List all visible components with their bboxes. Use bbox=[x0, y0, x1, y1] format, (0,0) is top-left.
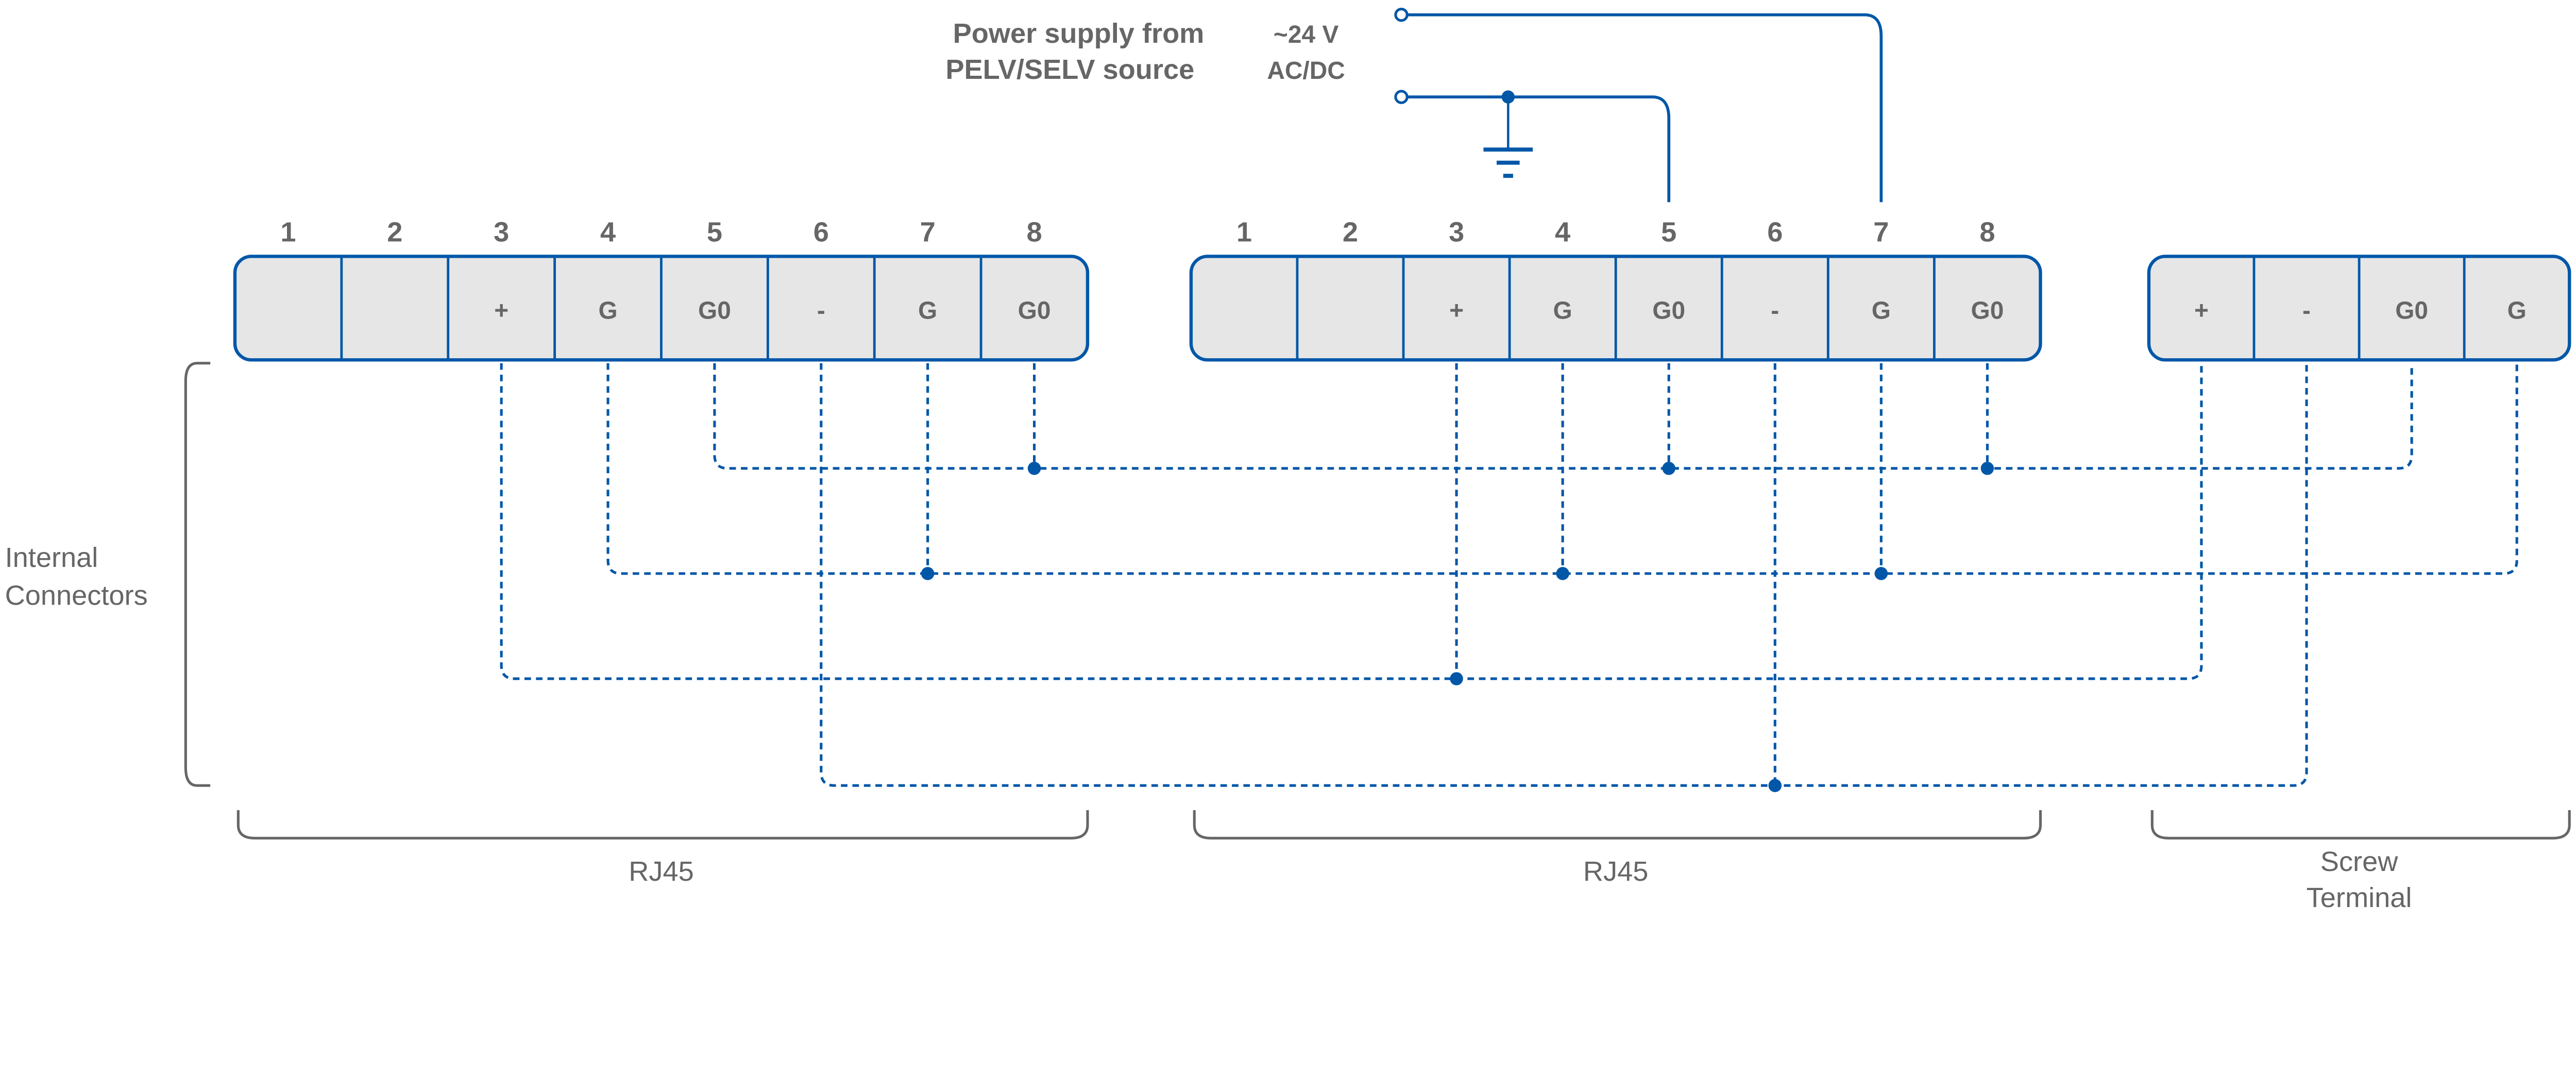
bus-plus bbox=[500, 363, 2203, 685]
pin-number: 1 bbox=[1236, 217, 1252, 248]
pin-label: G0 bbox=[1971, 297, 2004, 325]
bus-line bbox=[606, 363, 2518, 575]
connector-brace bbox=[2150, 810, 2571, 840]
power-wire-bottom bbox=[1408, 95, 1671, 203]
pin-label: - bbox=[2302, 297, 2311, 325]
pin-number: 6 bbox=[814, 217, 829, 248]
pin-number: 3 bbox=[494, 217, 509, 248]
voltage-label-line1: ~24 V bbox=[1274, 21, 1338, 48]
bus-g bbox=[606, 363, 2518, 580]
pin-number: 7 bbox=[920, 217, 936, 248]
pin-label: G0 bbox=[2395, 297, 2428, 325]
pin-number: 1 bbox=[280, 217, 296, 248]
side-label-line2: Connectors bbox=[5, 580, 148, 611]
pin-label: + bbox=[1449, 297, 1464, 325]
pin-number: 4 bbox=[600, 217, 616, 248]
pin-number: 3 bbox=[1449, 217, 1464, 248]
pin-label: - bbox=[1771, 297, 1779, 325]
pin-number: 5 bbox=[707, 217, 722, 248]
pin-label: G bbox=[1872, 297, 1891, 325]
junction-dot bbox=[1874, 567, 1888, 580]
pin-number: 4 bbox=[1555, 217, 1570, 248]
power-supply: Power supply from PELV/SELV source ~24 V… bbox=[945, 7, 1883, 203]
pin-label: G0 bbox=[1652, 297, 1685, 325]
ground-icon bbox=[1483, 97, 1533, 178]
connector-brace bbox=[236, 810, 1089, 840]
junction-dot bbox=[1768, 779, 1782, 792]
pin-label: G bbox=[598, 297, 617, 325]
pin-label: G0 bbox=[698, 297, 731, 325]
power-terminal-bottom bbox=[1394, 90, 1409, 104]
pin-label: + bbox=[494, 297, 509, 325]
side-label-line1: Internal bbox=[5, 542, 98, 573]
bus-minus bbox=[820, 363, 2308, 792]
pin-number: 8 bbox=[1026, 217, 1042, 248]
connector-name-line2: Terminal bbox=[2307, 882, 2412, 913]
pin-label: G bbox=[918, 297, 937, 325]
junction-dot bbox=[1662, 462, 1675, 475]
connector-name: RJ45 bbox=[629, 856, 694, 887]
pin-label: - bbox=[817, 297, 825, 325]
junction-dot bbox=[921, 567, 935, 580]
junction-dot bbox=[1450, 672, 1463, 685]
wiring-diagram: Power supply from PELV/SELV source ~24 V… bbox=[5, 7, 2571, 913]
pin-number: 6 bbox=[1767, 217, 1783, 248]
side-label: Internal Connectors bbox=[5, 362, 211, 787]
power-label-line2: PELV/SELV source bbox=[945, 54, 1194, 85]
pin-label: G bbox=[2507, 297, 2527, 325]
junction-dot bbox=[1027, 462, 1041, 475]
buses bbox=[500, 363, 2518, 792]
power-label-line1: Power supply from bbox=[953, 18, 1205, 49]
power-terminal-top bbox=[1394, 7, 1409, 22]
pin-number: 2 bbox=[1343, 217, 1358, 248]
connector-name: RJ45 bbox=[1583, 856, 1649, 887]
bus-line bbox=[500, 363, 2203, 680]
pin-label: + bbox=[2194, 297, 2209, 325]
pin-number: 5 bbox=[1661, 217, 1676, 248]
bus-line bbox=[820, 363, 2308, 787]
pin-label: G bbox=[1553, 297, 1572, 325]
power-wire-top bbox=[1408, 13, 1883, 203]
junction-dot bbox=[1980, 462, 1994, 475]
connector-name-line1: Screw bbox=[2320, 846, 2398, 877]
pin-label: G0 bbox=[1018, 297, 1051, 325]
connector-brace bbox=[1193, 810, 2042, 840]
pin-number: 8 bbox=[1979, 217, 1995, 248]
pin-number: 7 bbox=[1873, 217, 1889, 248]
side-bracket bbox=[184, 362, 211, 787]
voltage-label-line2: AC/DC bbox=[1267, 57, 1345, 85]
pin-number: 2 bbox=[387, 217, 402, 248]
junction-dot bbox=[1556, 567, 1569, 580]
